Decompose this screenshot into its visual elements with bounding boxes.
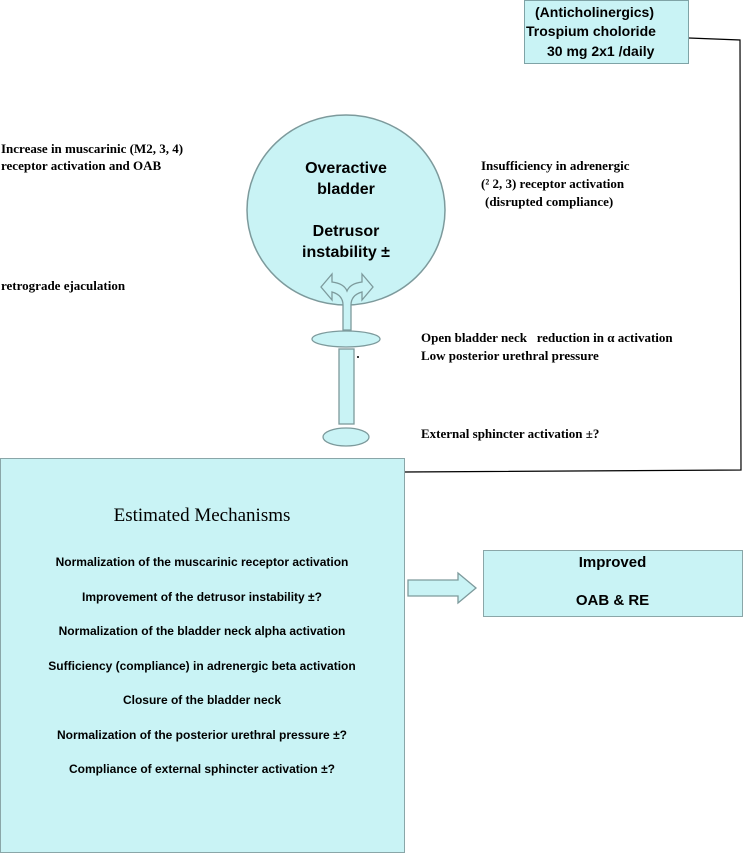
bladder-neck-line2: Low posterior urethral pressure <box>421 348 599 363</box>
drug-class-label: (Anticholinergics) <box>535 4 655 20</box>
outcome-line1: Improved <box>578 554 647 571</box>
bladder-sub-line2: instability ± <box>302 244 390 261</box>
mechanism-item: Normalization of the muscarinic receptor… <box>55 555 349 569</box>
bladder-title: Overactive bladder <box>286 158 406 200</box>
mechanism-item: Normalization of the posterior urethral … <box>57 727 347 742</box>
drug-name-label: Trospium choloride <box>526 23 656 39</box>
bladder-neck-line1: Open bladder neck reduction in α activat… <box>421 330 673 345</box>
mechanism-item: Compliance of external sphincter activat… <box>69 762 335 776</box>
bladder-neck-ellipse <box>311 330 381 348</box>
bladder-circle <box>246 114 446 306</box>
mechanisms-list: Normalization of the muscarinic receptor… <box>1 545 403 787</box>
muscarinic-line2: receptor activation and OAB <box>1 158 162 173</box>
split-arrow-icon <box>320 272 374 331</box>
drug-box: (Anticholinergics) Trospium choloride 30… <box>524 0 689 64</box>
muscarinic-line1: Increase in muscarinic (M2, 3, 4) <box>1 141 184 156</box>
adrenergic-label: Insufficiency in adrenergic (² 2, 3) rec… <box>481 157 630 211</box>
bladder-subtitle: Detrusor instability ± <box>286 221 406 263</box>
adrenergic-line3: (disrupted compliance) <box>485 194 614 209</box>
bladder-neck-label: Open bladder neck reduction in α activat… <box>421 329 673 365</box>
urethra-tube <box>338 348 355 425</box>
muscarinic-label: Increase in muscarinic (M2, 3, 4) recept… <box>1 140 183 174</box>
outcome-box: Improved OAB & RE <box>483 550 743 617</box>
retrograde-label: retrograde ejaculation <box>1 278 126 293</box>
bladder-title-line1: Overactive <box>305 160 387 177</box>
adrenergic-line2: (² 2, 3) receptor activation <box>481 176 625 191</box>
mechanisms-title: Estimated Mechanisms <box>113 505 291 526</box>
mechanism-item: Closure of the bladder neck <box>122 693 282 707</box>
mechanism-item: Normalization of the bladder neck alpha … <box>58 624 346 638</box>
mechanism-item: Sufficiency (compliance) in adrenergic b… <box>48 658 356 673</box>
bladder-title-line2: bladder <box>317 181 375 198</box>
right-arrow-icon <box>407 571 478 605</box>
bladder-sub-line1: Detrusor <box>312 223 380 240</box>
drug-dose-label: 30 mg 2x1 /daily <box>547 43 655 59</box>
outcome-line2: OAB & RE <box>575 592 650 609</box>
connector-line <box>403 37 742 473</box>
marker-dot <box>357 356 359 358</box>
sphincter-label: External sphincter activation ±? <box>421 426 600 441</box>
mechanisms-box: Estimated Mechanisms Normalization of th… <box>0 458 405 853</box>
adrenergic-line1: Insufficiency in adrenergic <box>481 158 630 173</box>
sphincter-ellipse <box>322 427 370 447</box>
mechanism-item: Improvement of the detrusor instability … <box>82 589 322 604</box>
